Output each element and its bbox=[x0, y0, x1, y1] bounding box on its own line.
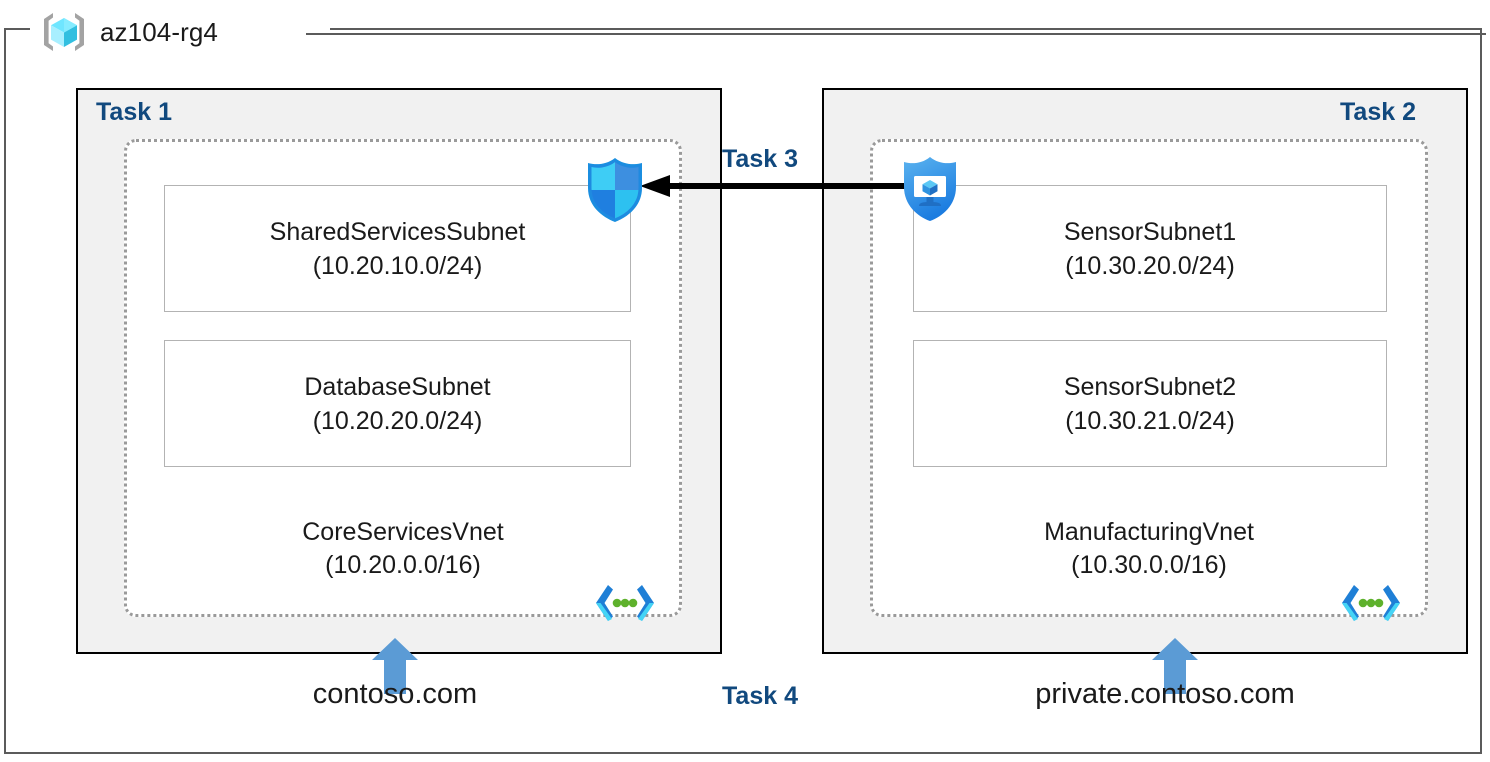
subnet-name: DatabaseSubnet bbox=[304, 372, 491, 401]
task-4-label: Task 4 bbox=[722, 682, 798, 710]
dns-up-arrow-icon bbox=[372, 638, 418, 694]
task-3-label: Task 3 bbox=[722, 145, 798, 173]
subnet-name: SensorSubnet1 bbox=[1063, 217, 1237, 246]
subnet-sensor-2: SensorSubnet2 (10.30.21.0/24) bbox=[913, 340, 1387, 467]
subnet-cidr: (10.20.10.0/24) bbox=[312, 251, 483, 280]
network-security-group-shield-icon bbox=[584, 156, 646, 224]
subnet-cidr: (10.30.20.0/24) bbox=[1065, 251, 1235, 280]
virtual-network-icon bbox=[1338, 581, 1404, 625]
subnet-shared-services: SharedServicesSubnet (10.20.10.0/24) bbox=[164, 185, 631, 312]
protected-virtual-machine-shield-icon bbox=[899, 154, 961, 224]
resource-group-title-rule bbox=[306, 33, 1486, 35]
dns-up-arrow-icon bbox=[1152, 638, 1198, 694]
peering-arrow-left-icon bbox=[640, 172, 912, 200]
subnet-cidr: (10.20.20.0/24) bbox=[312, 406, 483, 435]
resource-group-title: az104-rg4 bbox=[40, 8, 218, 56]
task-1-label: Task 1 bbox=[96, 98, 172, 126]
vnet-cidr-text: (10.20.0.0/16) bbox=[325, 551, 481, 579]
task-2-label: Task 2 bbox=[1340, 98, 1416, 126]
subnet-cidr: (10.30.21.0/24) bbox=[1065, 406, 1235, 435]
subnet-name: SharedServicesSubnet bbox=[269, 217, 526, 246]
subnet-name: SensorSubnet2 bbox=[1063, 372, 1237, 401]
azure-resource-group-cube-icon bbox=[40, 10, 88, 54]
vnet-name-text: ManufacturingVnet bbox=[1044, 518, 1254, 546]
vnet-cidr-text: (10.30.0.0/16) bbox=[1071, 551, 1227, 579]
virtual-network-icon bbox=[592, 581, 658, 625]
dns-zone-contoso-label: contoso.com bbox=[312, 678, 478, 710]
resource-group-name: az104-rg4 bbox=[100, 16, 218, 47]
subnet-database: DatabaseSubnet (10.20.20.0/24) bbox=[164, 340, 631, 467]
dns-zone-private-contoso-label: private.contoso.com bbox=[1035, 678, 1295, 710]
subnet-sensor-1: SensorSubnet1 (10.30.20.0/24) bbox=[913, 185, 1387, 312]
vnet-name-text: CoreServicesVnet bbox=[302, 518, 504, 546]
vnet-core-services-label: CoreServicesVnet (10.20.0.0/16) bbox=[124, 516, 682, 582]
vnet-manufacturing-label: ManufacturingVnet (10.30.0.0/16) bbox=[870, 516, 1428, 582]
